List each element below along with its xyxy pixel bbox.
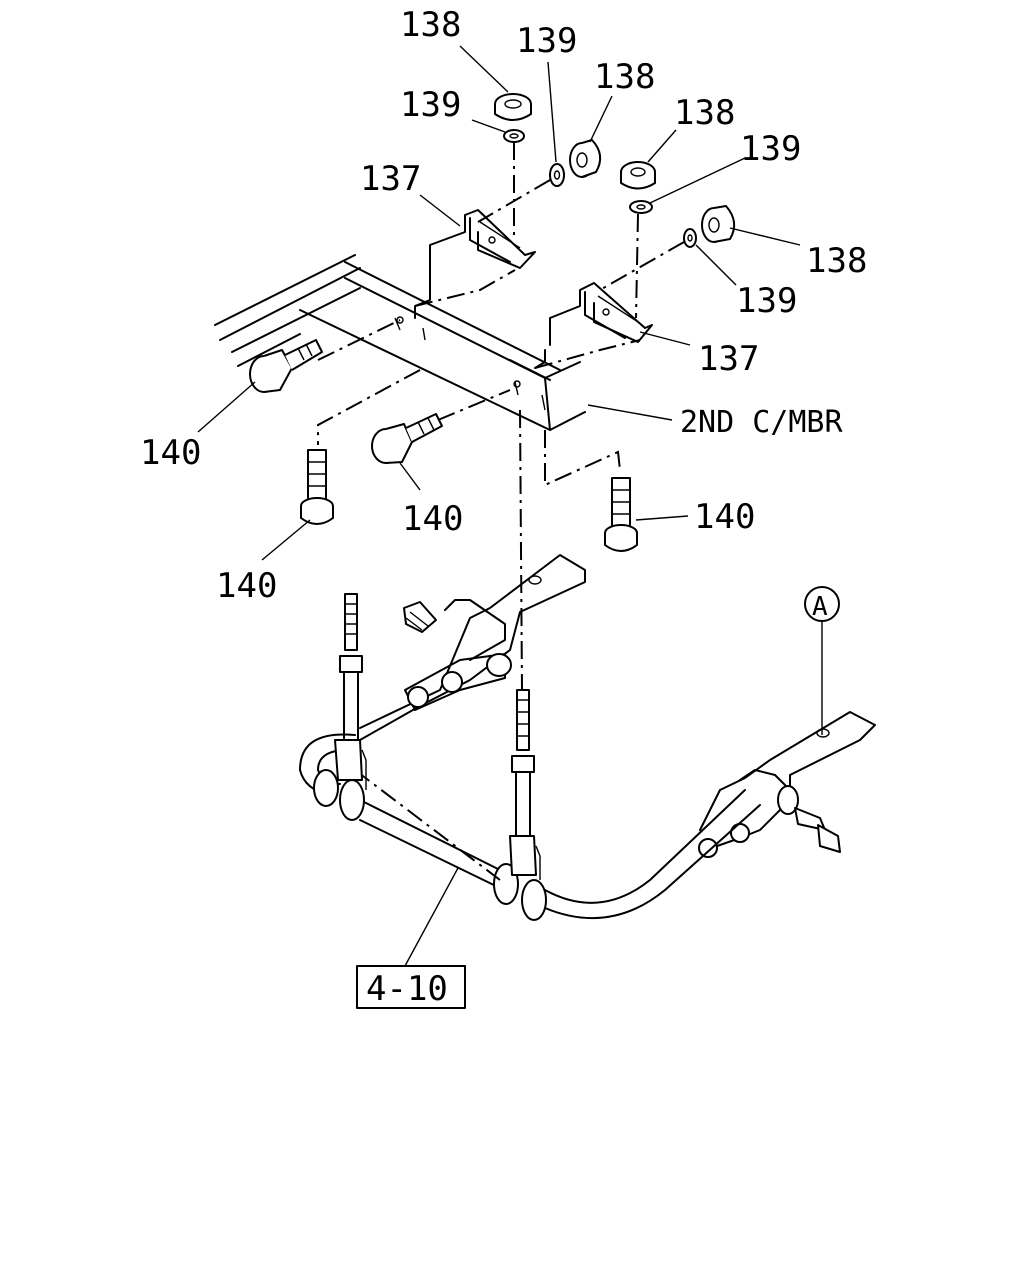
- callout-140: 140: [216, 566, 277, 606]
- reference-box: 4-10: [356, 965, 466, 1009]
- callout-139: 139: [740, 129, 801, 169]
- callout-140: 140: [402, 499, 463, 539]
- callout-137: 137: [698, 339, 759, 379]
- assembly-line: [599, 241, 685, 291]
- callout-139: 139: [736, 281, 797, 321]
- second-crossmember: [299, 261, 586, 431]
- bracket-137-left: [414, 209, 536, 319]
- frame-rail: [214, 254, 361, 367]
- washer-139-mid: [629, 200, 653, 214]
- frame-bracket-right: [698, 711, 876, 858]
- assembly-line: [477, 179, 551, 223]
- washer-139-top: [503, 129, 525, 143]
- assembly-line: [519, 409, 523, 691]
- bolt-140-right-vertical: [604, 477, 638, 552]
- callout-138: 138: [806, 241, 867, 281]
- assembly-line: [317, 319, 401, 361]
- assembly-line: [317, 369, 421, 445]
- bolt-140-center-horizontal: [371, 413, 443, 464]
- nut-138-mid: [620, 161, 656, 190]
- stabilizer-bar: [299, 733, 761, 921]
- nut-138-right: [701, 205, 736, 243]
- assembly-line: [544, 430, 621, 487]
- frame-bracket-left: [359, 554, 586, 741]
- link-rod-left: [334, 593, 367, 790]
- member-label: 2ND C/MBR: [680, 405, 843, 440]
- callout-140: 140: [694, 497, 755, 537]
- washer-139-side: [549, 163, 565, 187]
- bracket-137-right: [534, 282, 653, 369]
- callout-138: 138: [400, 5, 461, 45]
- marker-a: A: [804, 586, 840, 622]
- hidden-line: [534, 339, 641, 369]
- callout-138: 138: [674, 93, 735, 133]
- bolt-140-left-vertical: [300, 449, 334, 525]
- marker-a-label: A: [812, 592, 828, 622]
- assembly-line: [635, 213, 639, 319]
- callout-139: 139: [516, 21, 577, 61]
- callout-139: 139: [400, 85, 461, 125]
- callout-140: 140: [140, 433, 201, 473]
- washer-139-right: [683, 228, 697, 248]
- hidden-line: [414, 269, 516, 307]
- nut-138-side: [569, 139, 602, 178]
- callout-137: 137: [360, 159, 421, 199]
- bolt-140-left-horizontal: [249, 339, 323, 393]
- callout-138: 138: [594, 57, 655, 97]
- leader-lines: [197, 45, 823, 967]
- stabilizer-centerline: [354, 769, 501, 881]
- assembly-line: [437, 389, 511, 421]
- nut-138-top: [494, 93, 532, 121]
- link-rod-right: [509, 689, 541, 880]
- reference-label: 4-10: [366, 969, 448, 1009]
